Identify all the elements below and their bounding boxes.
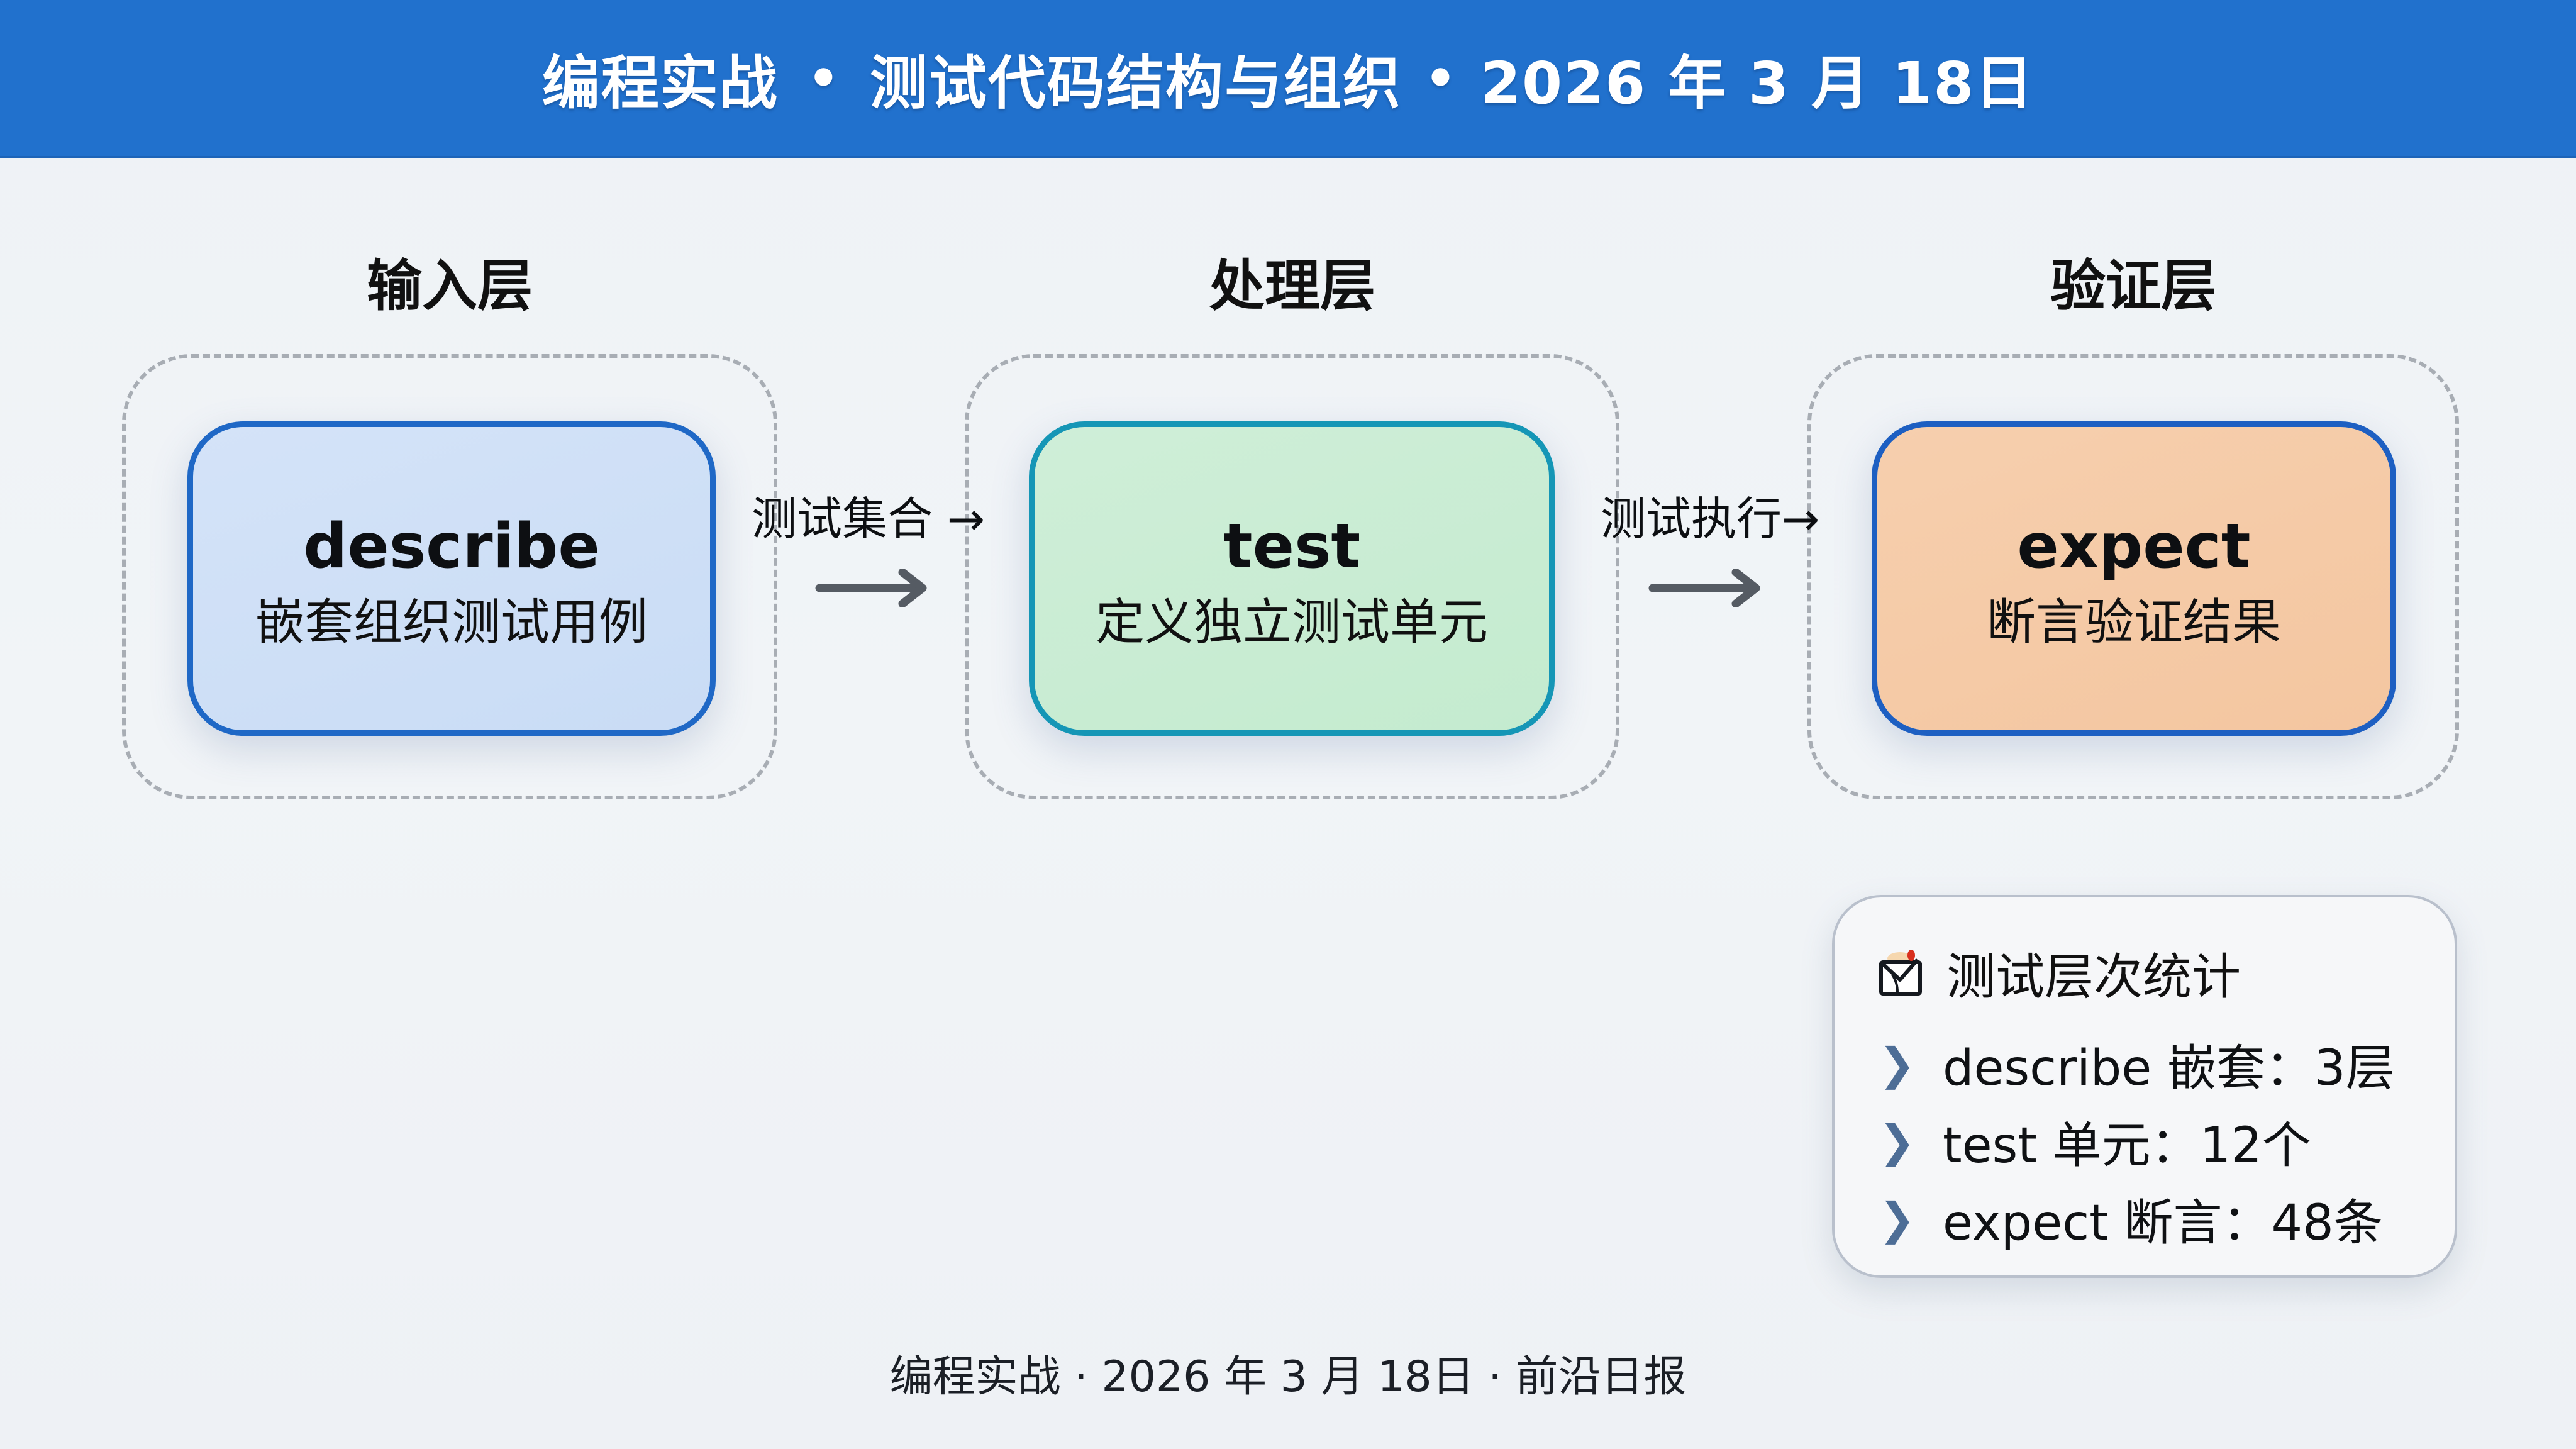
layer-container-input [122, 354, 777, 799]
stats-card: 测试层次统计 ❯ describe 嵌套：3层 ❯ test 单元：12个 ❯ … [1832, 895, 2457, 1278]
node-expect[interactable]: expect 断言验证结果 [1872, 421, 2396, 736]
chevron-right-icon: ❯ [1879, 1116, 1916, 1167]
header-separator: • [807, 48, 841, 108]
node-describe-name: describe [303, 511, 600, 582]
stats-item-text: describe 嵌套：3层 [1943, 1040, 2395, 1097]
edge-label-collection: 测试集合 → [752, 492, 985, 545]
node-test-desc: 定义独立测试单元 [1095, 594, 1488, 651]
stats-item-text: test 单元：12个 [1943, 1118, 2311, 1174]
header-topic: 测试代码结构与组织 [869, 49, 1402, 117]
node-expect-name: expect [2017, 511, 2251, 582]
stats-item-text: expect 断言：48条 [1943, 1195, 2383, 1252]
node-describe-desc: 嵌套组织测试用例 [255, 594, 648, 651]
arrow-right-icon [1648, 569, 1760, 607]
footer-credit: 编程实战 · 2026 年 3 月 18日 · 前沿日报 [889, 1352, 1687, 1402]
layer-title-processing: 处理层 [1209, 253, 1375, 318]
node-test-name: test [1223, 511, 1361, 582]
layer-container-processing [965, 354, 1619, 799]
edge-label-execution: 测试执行→ [1601, 492, 1820, 545]
chevron-right-icon: ❯ [1879, 1193, 1916, 1245]
node-test[interactable]: test 定义独立测试单元 [1029, 421, 1555, 736]
arrow-right-icon [815, 569, 927, 607]
header-section: 编程实战 [541, 49, 779, 117]
node-describe[interactable]: describe 嵌套组织测试用例 [187, 421, 716, 736]
stats-title: 测试层次统计 [1946, 949, 2241, 1006]
header-separator: • [1424, 48, 1458, 108]
stats-item: ❯ describe 嵌套：3层 [1879, 1033, 2395, 1097]
stats-title-row: 测试层次统计 [1879, 941, 2241, 1006]
checklist-envelope-icon [1879, 950, 1922, 996]
node-expect-desc: 断言验证结果 [1986, 594, 2281, 651]
layer-title-input: 输入层 [366, 253, 533, 318]
layer-container-verification [1807, 354, 2459, 799]
header-banner: 编程实战 • 测试代码结构与组织 • 2026 年 3 月 18日 [0, 0, 2576, 158]
chevron-right-icon: ❯ [1879, 1038, 1916, 1090]
layer-title-verification: 验证层 [2050, 253, 2216, 318]
header-date: 2026 年 3 月 18日 [1480, 49, 2035, 117]
stats-item: ❯ test 单元：12个 [1879, 1110, 2311, 1174]
stats-item: ❯ expect 断言：48条 [1879, 1187, 2383, 1252]
